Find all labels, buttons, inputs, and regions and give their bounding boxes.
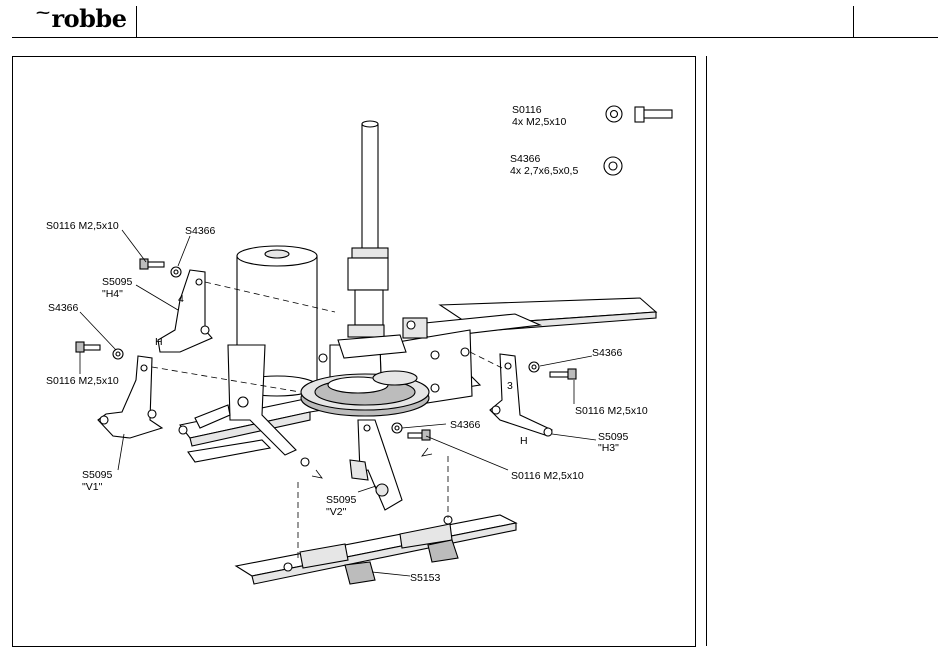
main-gear [301, 371, 429, 416]
callout-bracket-v1-name: "V1" [82, 481, 103, 493]
callout-screw-top-left: S0116 M2,5x10 [46, 220, 119, 232]
legend-item-s4366: S4366 4x 2,7x6,5x0,5 [510, 153, 622, 177]
callout-screw-center: S0116 M2,5x10 [511, 470, 584, 482]
callout-washer-center: S4366 [450, 419, 481, 431]
screw-washer-left [76, 342, 123, 359]
callout-screw-left: S0116 M2,5x10 [46, 375, 119, 387]
legend-s0116-spec: 4x M2,5x10 [512, 116, 566, 128]
screw-washer-center [392, 423, 430, 440]
washer-icon [604, 157, 622, 175]
tail-drive-bearing [403, 318, 427, 338]
callout-screw-right: S0116 M2,5x10 [575, 405, 648, 417]
legend-s4366-code: S4366 [510, 153, 541, 165]
screw-washer-right [529, 362, 576, 379]
bracket-h3: 3 H [490, 354, 552, 447]
bracket-h3-number: 3 [507, 380, 513, 392]
screw-icon [635, 107, 672, 122]
bracket-v2 [350, 420, 402, 510]
callout-washer-left: S4366 [48, 302, 79, 314]
legend-item-s0116: S0116 4x M2,5x10 [512, 104, 672, 128]
bracket-v1 [98, 356, 162, 438]
bracket-h3-letter: H [520, 435, 528, 447]
callout-bracket-h4-code: S5095 [102, 276, 133, 288]
bracket-h4: 4 H [155, 270, 212, 352]
bracket-h4-letter: H [155, 336, 163, 348]
callout-washer-right: S4366 [592, 347, 623, 359]
callout-bracket-v2-name: "V2" [326, 506, 347, 518]
skid-mount [236, 515, 516, 584]
callout-bracket-h4-name: "H4" [102, 288, 123, 300]
callout-bracket-v2-code: S5095 [326, 494, 357, 506]
bracket-h4-number: 4 [178, 293, 184, 305]
callout-bracket-h3-name: "H3" [598, 442, 619, 454]
legend-s4366-spec: 4x 2,7x6,5x0,5 [510, 165, 578, 177]
legend-s0116-code: S0116 [512, 104, 542, 116]
callout-skid: S5153 [410, 572, 441, 584]
washer-icon [606, 106, 622, 122]
callout-washer-top-left: S4366 [185, 225, 216, 237]
main-rotor-shaft [338, 121, 406, 358]
callout-bracket-v1-code: S5095 [82, 469, 113, 481]
